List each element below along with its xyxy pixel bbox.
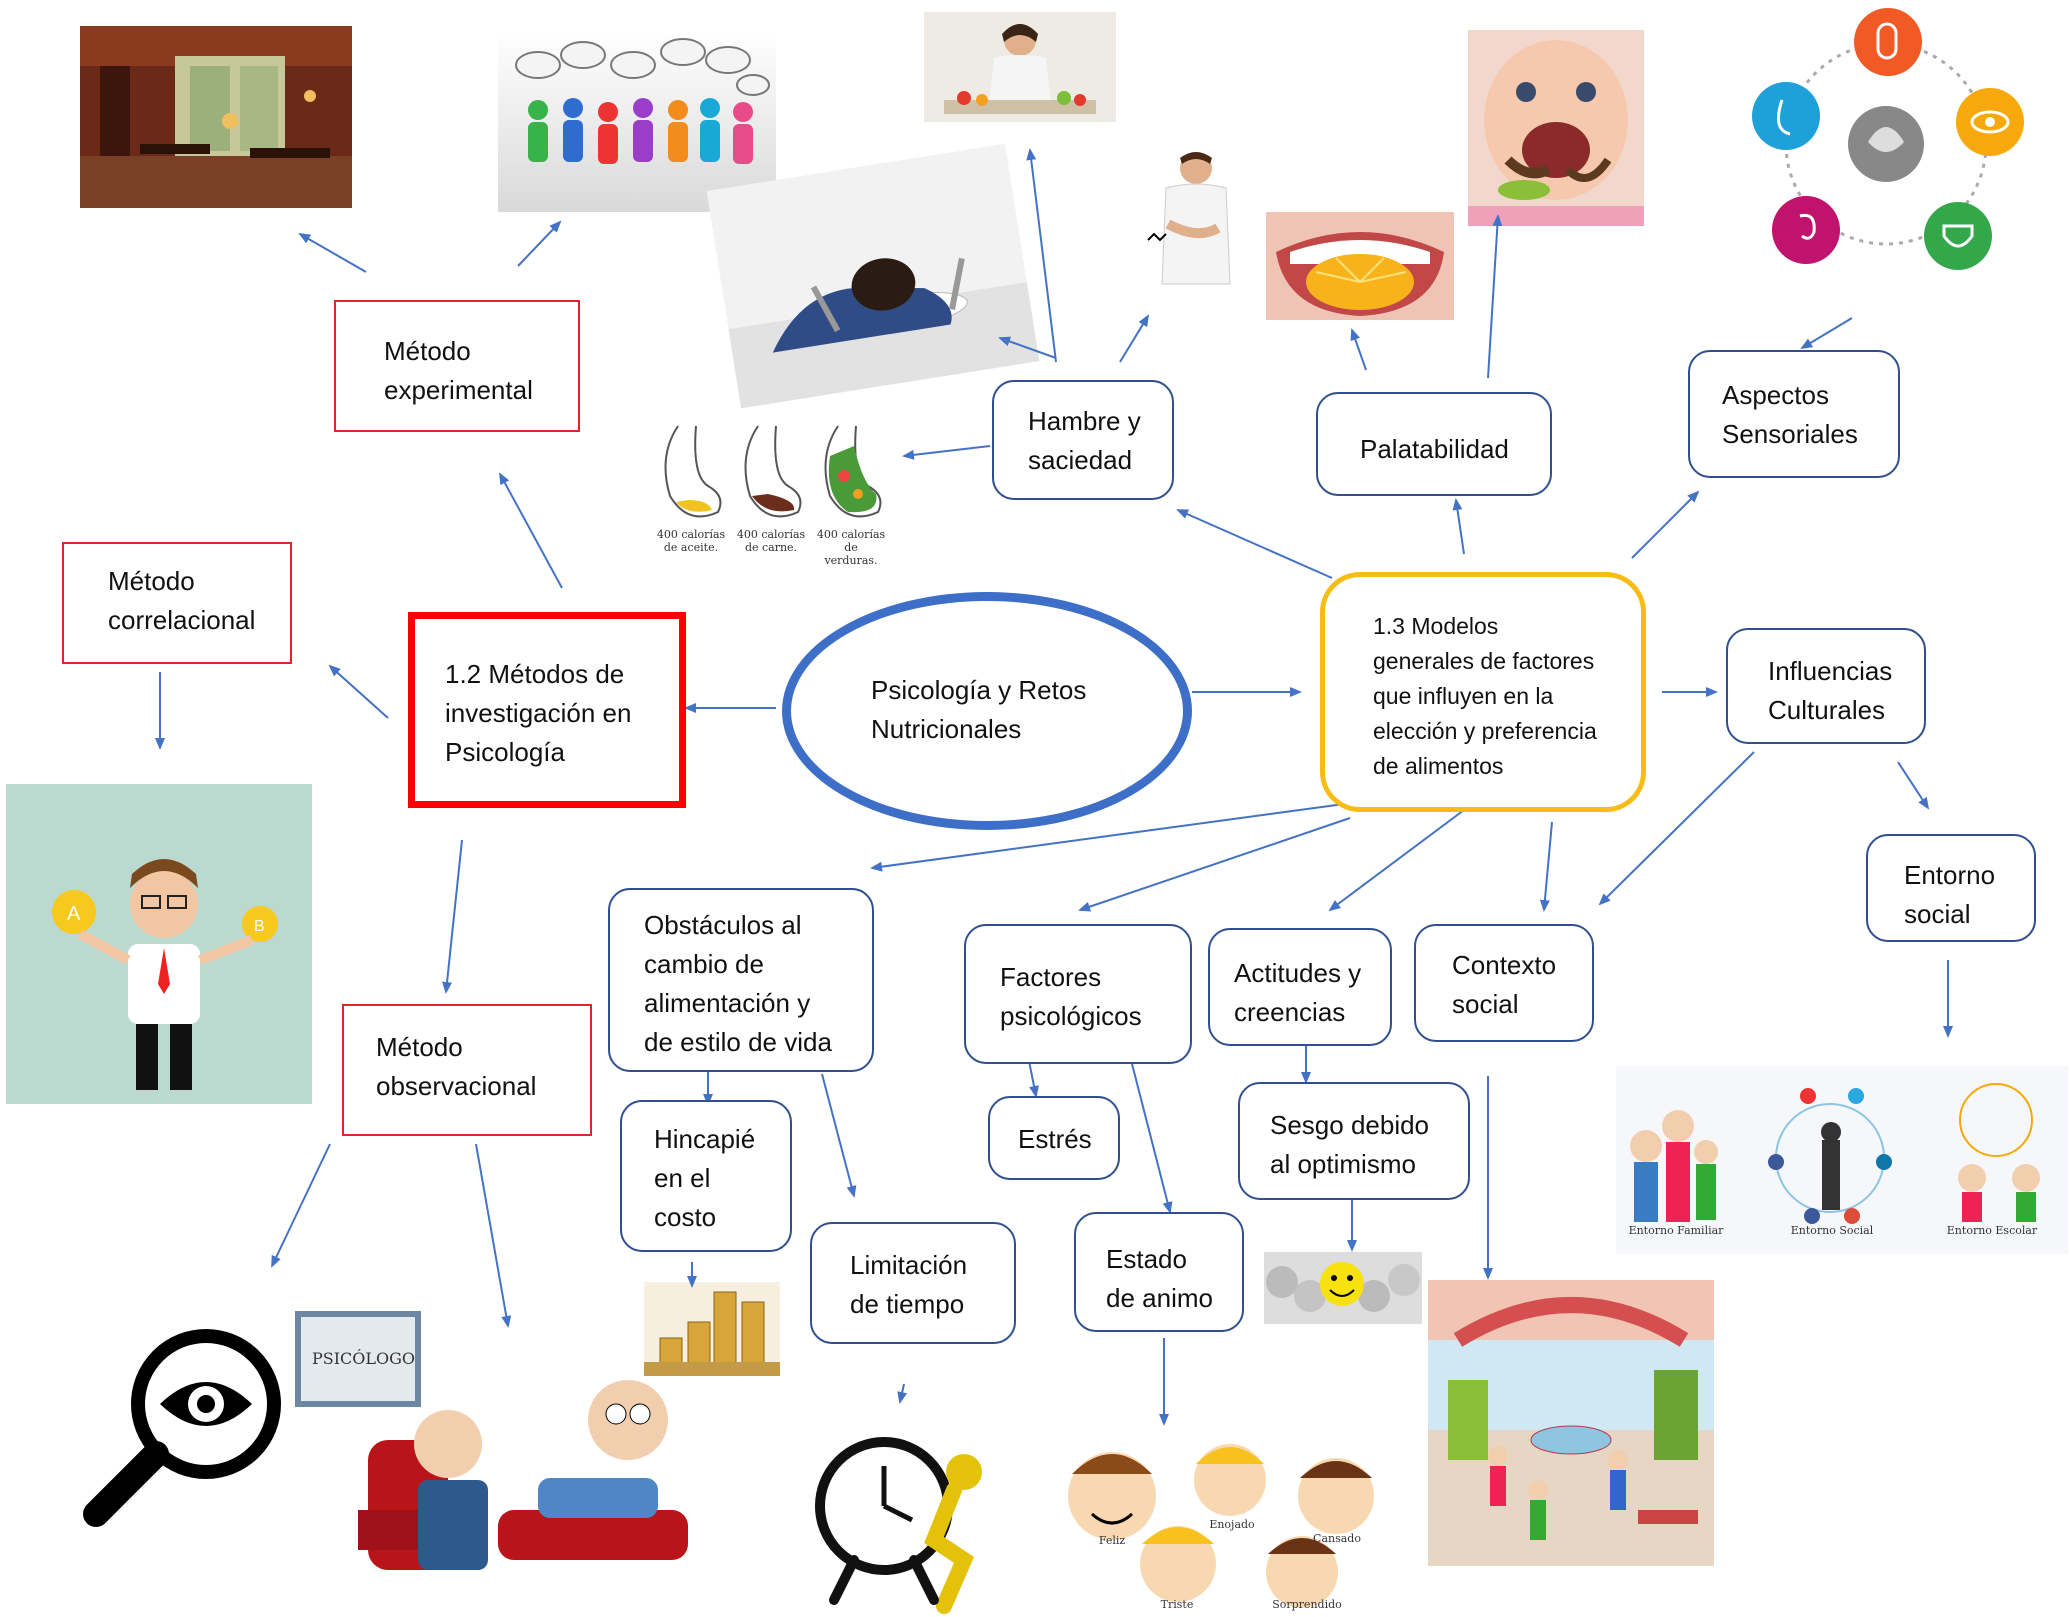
svg-text:A: A: [67, 903, 81, 925]
baby-eating-image: [1468, 30, 1644, 226]
stomach-calories-image: 400 calorías de aceite. 400 calorías de …: [648, 416, 898, 567]
running-clock-image: [814, 1410, 1004, 1614]
sensory-aspects-node: Aspectos Sensoriales: [1688, 350, 1900, 478]
cultural-line-1: Influencias: [1768, 656, 1893, 686]
emotions-faces-image: Enojado Feliz Cansado Triste Sorprendido: [1052, 1434, 1392, 1612]
stomach-caption-3: 400 calorías de verduras.: [816, 528, 886, 567]
models-hub-line-1: 1.3 Modelos: [1373, 613, 1499, 639]
observational-method-node: Método observacional: [342, 1004, 592, 1136]
certificate-text: PSICÓLOGO: [312, 1348, 415, 1368]
speech-bubbles-people-image: [498, 30, 776, 212]
hungry-man-image: [1118, 144, 1258, 285]
lightbulbs-boy-image: A B: [6, 784, 312, 1104]
central-topic-node: Psicología y Retos Nutricionales: [782, 592, 1192, 830]
stomach-caption-1: 400 calorías de aceite.: [656, 528, 726, 554]
hunger-satiety-node: Hambre y saciedad: [992, 380, 1174, 500]
cultural-line-2: Culturales: [1768, 695, 1886, 725]
models-hub-line-5: de alimentos: [1373, 753, 1504, 779]
correlational-method-node: Método correlacional: [62, 542, 292, 664]
social-ctx-line-1: Contexto: [1452, 950, 1557, 980]
sensory-line-2: Sensoriales: [1722, 419, 1858, 449]
park-social-scene-image: [1428, 1280, 1714, 1566]
stress-line-1: Estrés: [1018, 1124, 1092, 1154]
svg-text:B: B: [254, 918, 265, 935]
psychologist-cartoon-image: PSICÓLOGO: [295, 1310, 698, 1606]
bias-line-2: al optimismo: [1270, 1149, 1416, 1179]
psych-line-1: Factores: [1000, 962, 1102, 992]
obstacles-line-3: alimentación y: [644, 988, 811, 1018]
palatability-node: Palatabilidad: [1316, 392, 1552, 496]
cost-line-3: costo: [654, 1202, 717, 1232]
lemon-mouth-image: [1266, 212, 1454, 320]
central-topic-line-2: Nutricionales: [871, 714, 1022, 744]
palatability-line-1: Palatabilidad: [1360, 434, 1509, 464]
cost-line-1: Hincapié: [654, 1124, 756, 1154]
obstacles-line-4: de estilo de vida: [644, 1027, 832, 1057]
attitudes-line-1: Actitudes y: [1234, 958, 1362, 988]
environment-school-caption: Entorno Escolar: [1946, 1224, 2038, 1237]
social-env-line-2: social: [1904, 899, 1971, 929]
social-context-node: Contexto social: [1414, 924, 1594, 1042]
mood-line-2: de animo: [1106, 1283, 1213, 1313]
models-hub-line-2: generales de factores: [1373, 648, 1595, 674]
obstacles-line-1: Obstáculos al: [644, 910, 802, 940]
observational-line-1: Método: [376, 1032, 463, 1062]
time-line-2: de tiempo: [850, 1289, 965, 1319]
social-environment-node: Entorno social: [1866, 834, 2036, 942]
senses-diagram-image: [1744, 4, 2024, 284]
obstacles-line-2: cambio de: [644, 949, 764, 979]
environments-image: Entorno Familiar Entorno Social Entorno …: [1616, 1066, 2068, 1254]
social-env-line-1: Entorno: [1904, 860, 1996, 890]
experimental-line-2: experimental: [384, 375, 533, 405]
mood-state-node: Estado de animo: [1074, 1212, 1244, 1332]
emotion-triste: Triste: [1160, 1598, 1194, 1611]
time-limitation-node: Limitación de tiempo: [810, 1222, 1016, 1344]
optimism-smiley-image: [1264, 1252, 1422, 1324]
bias-line-1: Sesgo debido: [1270, 1110, 1430, 1140]
obstacles-node: Obstáculos al cambio de alimentación y d…: [608, 888, 874, 1072]
cultural-influences-node: Influencias Culturales: [1726, 628, 1926, 744]
woman-fruits-image: [924, 12, 1116, 122]
attitudes-beliefs-node: Actitudes y creencias: [1208, 928, 1392, 1046]
central-topic-line-1: Psicología y Retos: [871, 675, 1087, 705]
emotion-sorprendido: Sorprendido: [1272, 1598, 1342, 1611]
magnifier-eye-icon: [82, 1320, 290, 1527]
psychological-factors-node: Factores psicológicos: [964, 924, 1192, 1064]
observational-line-2: observacional: [376, 1071, 537, 1101]
models-hub-line-4: elección y preferencia: [1373, 718, 1597, 744]
hunger-line-1: Hambre y: [1028, 406, 1141, 436]
experimental-line-1: Método: [384, 336, 471, 366]
sensory-line-1: Aspectos: [1722, 380, 1829, 410]
models-hub-node: 1.3 Modelos generales de factores que in…: [1320, 572, 1646, 812]
emotion-enojado: Enojado: [1209, 1518, 1255, 1531]
environment-social-caption: Entorno Social: [1790, 1224, 1874, 1237]
experimental-method-node: Método experimental: [334, 300, 580, 432]
coins-image: [644, 1282, 780, 1376]
stomach-caption-2: 400 calorías de carne.: [736, 528, 806, 554]
attitudes-line-2: creencias: [1234, 997, 1346, 1027]
methods-hub-node: 1.2 Métodos de investigación en Psicolog…: [408, 612, 686, 808]
mood-line-1: Estado: [1106, 1244, 1187, 1274]
methods-hub-line-1: 1.2 Métodos de: [445, 659, 625, 689]
cost-emphasis-node: Hincapié en el costo: [620, 1100, 792, 1252]
restaurant-photo: [80, 26, 352, 208]
methods-hub-line-3: Psicología: [445, 737, 565, 767]
correlational-line-2: correlacional: [108, 605, 256, 635]
cost-line-2: en el: [654, 1163, 711, 1193]
correlational-line-1: Método: [108, 566, 195, 596]
environment-family-caption: Entorno Familiar: [1628, 1224, 1724, 1237]
emotion-feliz: Feliz: [1098, 1534, 1126, 1547]
emotion-cansado: Cansado: [1313, 1532, 1361, 1545]
optimism-bias-node: Sesgo debido al optimismo: [1238, 1082, 1470, 1200]
social-ctx-line-2: social: [1452, 989, 1519, 1019]
hunger-line-2: saciedad: [1028, 445, 1133, 475]
time-line-1: Limitación: [850, 1250, 968, 1280]
man-head-on-plate-image: [706, 143, 1040, 409]
stress-node: Estrés: [988, 1096, 1120, 1180]
methods-hub-line-2: investigación en: [445, 698, 632, 728]
psych-line-2: psicológicos: [1000, 1001, 1142, 1031]
models-hub-line-3: que influyen en la: [1373, 683, 1554, 709]
